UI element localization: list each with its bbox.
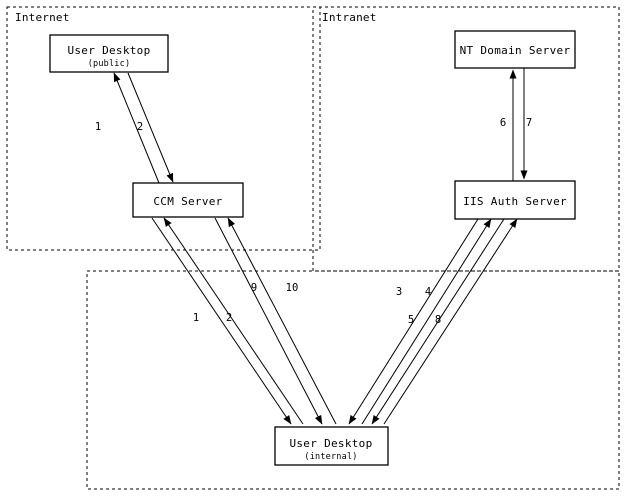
step-label-2-public: 2 — [137, 121, 143, 133]
zone-intranet-label: Intranet — [322, 11, 377, 24]
zone-internal-boundary — [86, 270, 620, 490]
step-label-2-internal: 2 — [226, 312, 232, 324]
node-nt-domain-server[interactable]: NT Domain Server — [454, 30, 576, 69]
step-label-8: 8 — [435, 314, 441, 326]
flow-ccm-internal-desktop-910 — [214, 217, 337, 425]
node-user-desktop-public-box[interactable] — [49, 34, 169, 73]
flow-line-step-9 — [214, 217, 323, 425]
node-ccm-server-box[interactable] — [132, 182, 244, 218]
flow-line-step-1-public — [113, 72, 160, 184]
node-user-desktop-internal[interactable]: User Desktop (internal) — [274, 426, 389, 466]
flow-line-step-2-public — [127, 72, 174, 183]
step-label-1-public: 1 — [95, 121, 101, 133]
node-user-desktop-public-sublabel: (public) — [88, 59, 131, 69]
flow-iis-internal-desktop-34 — [348, 218, 492, 425]
node-user-desktop-internal-label: User Desktop — [289, 437, 372, 450]
step-label-3: 3 — [396, 286, 402, 298]
node-iis-auth-server-label: IIS Auth Server — [463, 195, 567, 208]
zone-internal-group — [86, 270, 620, 490]
node-ccm-server-label: CCM Server — [153, 195, 222, 208]
flow-public-desktop-ccm — [113, 72, 174, 184]
step-label-7: 7 — [526, 117, 532, 129]
flow-line-step-2-internal — [163, 217, 304, 425]
flow-line-step-5 — [371, 218, 505, 425]
zone-internet-label: Internet — [15, 11, 70, 24]
node-user-desktop-internal-sublabel: (internal) — [304, 452, 357, 462]
node-user-desktop-public[interactable]: User Desktop (public) — [49, 34, 169, 73]
step-label-10: 10 — [286, 282, 299, 294]
node-nt-domain-server-label: NT Domain Server — [460, 44, 571, 57]
step-label-9: 9 — [251, 282, 257, 294]
flow-iis-nt-domain — [509, 68, 528, 181]
flow-line-step-1-internal — [151, 217, 292, 425]
step-label-1-internal: 1 — [193, 312, 199, 324]
flow-line-step-8 — [383, 218, 518, 425]
node-user-desktop-public-label: User Desktop — [67, 44, 150, 57]
node-user-desktop-internal-box[interactable] — [274, 426, 389, 466]
step-label-4: 4 — [425, 286, 431, 298]
zone-internet-group: Internet — [6, 6, 321, 251]
flow-iis-internal-desktop-58 — [371, 218, 518, 425]
node-iis-auth-server[interactable]: IIS Auth Server — [454, 180, 576, 220]
node-ccm-server[interactable]: CCM Server — [132, 182, 244, 218]
node-nt-domain-server-box[interactable] — [454, 30, 576, 69]
flow-line-step-3 — [348, 218, 479, 425]
flow-line-step-4 — [361, 218, 492, 425]
node-iis-auth-server-box[interactable] — [454, 180, 576, 220]
step-label-6: 6 — [500, 117, 506, 129]
flow-line-step-10 — [227, 217, 337, 425]
zone-internet-boundary — [6, 6, 321, 251]
step-label-5: 5 — [408, 314, 414, 326]
step-number-labels: 1 2 1 2 3 4 5 6 7 8 9 10 — [95, 117, 532, 326]
flow-ccm-internal-desktop-12 — [151, 217, 304, 425]
